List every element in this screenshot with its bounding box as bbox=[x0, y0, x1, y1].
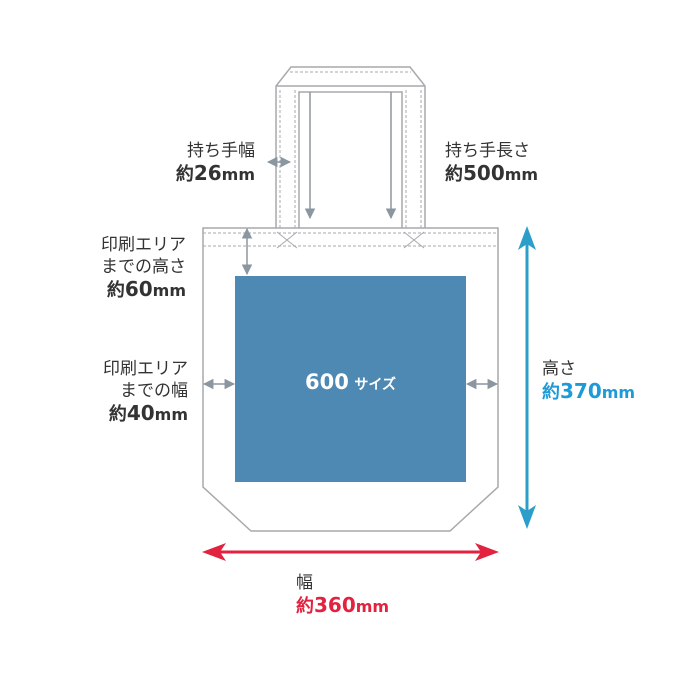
print-area-label: 600 サイズ bbox=[235, 370, 466, 394]
print-side-line1: 印刷エリア bbox=[103, 359, 188, 379]
print-area-size-label: サイズ bbox=[354, 377, 396, 393]
height-label: 高さ 約370mm bbox=[542, 358, 635, 404]
handle-length-value: 約500mm bbox=[445, 161, 539, 185]
print-side-label: 印刷エリア までの幅 約40mm bbox=[70, 358, 188, 426]
print-side-line2: までの幅 bbox=[120, 381, 188, 401]
height-title: 高さ bbox=[542, 359, 576, 379]
width-value: 約360mm bbox=[296, 593, 390, 617]
print-top-line1: 印刷エリア bbox=[101, 235, 186, 255]
dimension-markers bbox=[202, 92, 499, 390]
print-area-rect bbox=[235, 276, 466, 482]
bag-handle bbox=[275, 66, 426, 249]
handle-length-title: 持ち手長さ bbox=[445, 141, 530, 161]
print-area-size: 600 bbox=[304, 370, 349, 394]
bag-body bbox=[202, 227, 499, 532]
height-value: 約370mm bbox=[542, 379, 636, 403]
print-top-label: 印刷エリア までの高さ 約60mm bbox=[70, 234, 186, 302]
print-side-value: 約40mm bbox=[108, 401, 188, 425]
print-top-value: 約60mm bbox=[106, 277, 186, 301]
handle-width-title: 持ち手幅 bbox=[187, 141, 255, 161]
width-label: 幅 約360mm bbox=[296, 572, 389, 618]
handle-width-label: 持ち手幅 約26mm bbox=[140, 140, 255, 186]
handle-width-value: 約26mm bbox=[175, 161, 255, 185]
print-top-line2: までの高さ bbox=[101, 257, 186, 277]
handle-length-label: 持ち手長さ 約500mm bbox=[445, 140, 538, 186]
height-arrow bbox=[518, 226, 536, 529]
width-title: 幅 bbox=[296, 573, 313, 593]
width-arrow bbox=[202, 543, 499, 561]
